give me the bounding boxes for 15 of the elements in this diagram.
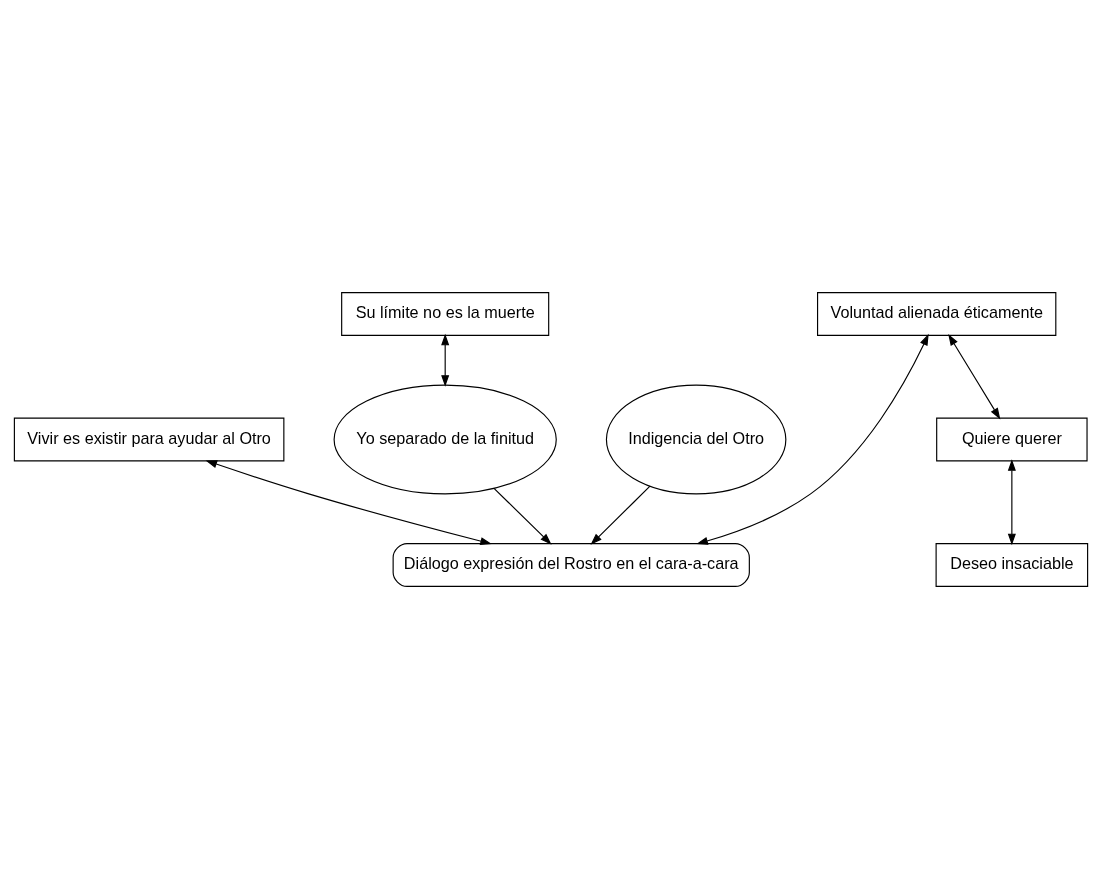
node-ellipse: Yo separado de la finitud (333, 384, 557, 495)
arrow (590, 485, 651, 545)
node-box: Quiere querer (936, 417, 1088, 462)
node-box: Su límite no es la muerte (341, 292, 550, 336)
arrow (205, 460, 492, 546)
arrow (493, 488, 552, 545)
arrow (1007, 459, 1016, 546)
node-box: Deseo insaciable (935, 543, 1089, 587)
node-box: Diálogo expresión del Rostro en el cara-a-cara (392, 543, 750, 587)
arrow (441, 333, 450, 387)
node-box: Vivir es existir para ayudar al Otro (13, 417, 285, 462)
node-box: Voluntad alienada éticamente (817, 292, 1057, 336)
arrow (948, 334, 1001, 420)
arrow (696, 333, 929, 545)
node-ellipse: Indigencia del Otro (605, 384, 787, 495)
